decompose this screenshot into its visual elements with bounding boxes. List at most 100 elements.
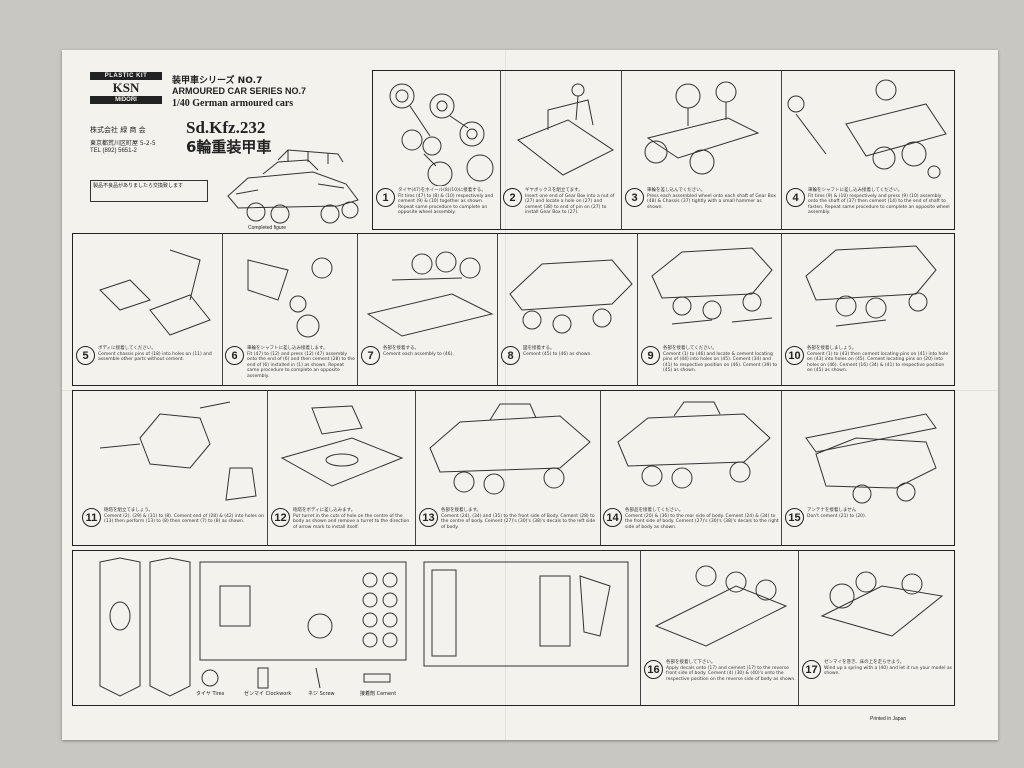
step-number: 16 (644, 660, 663, 679)
step-text: 各部を接着して下さい。Apply decals onto (17) and ce… (666, 660, 796, 682)
step-number: 5 (76, 346, 95, 365)
step-12-drawing (280, 405, 404, 487)
step-text: 車輪を差し込んでください。Press each assembled wheel … (647, 188, 779, 210)
steps-row-4 (72, 550, 955, 706)
step-16: 16 各部を接着して下さい。Apply decals onto (17) and… (644, 660, 796, 682)
step-text-en: Wind up a spring with a (40) and let it … (824, 665, 952, 677)
step-text-en: Put turret in the cuts of hole on the ce… (293, 513, 410, 530)
parts-diagram (99, 557, 629, 697)
row2-divider-2 (357, 234, 358, 385)
step-11-drawing (99, 401, 257, 501)
step-text-ja: 車輪を差し込んでください。 (647, 188, 706, 193)
step-text: 各部を接着してください。Cement (1) to (46) and locat… (663, 346, 779, 374)
part-label-cement: 接着剤 Cement (360, 691, 397, 697)
step-text-ja: 図を接着する。 (523, 346, 555, 351)
step-5-drawing (99, 249, 211, 336)
maker-name: 株式会社 緑 商 会 (90, 126, 146, 134)
step-text-en: Cement chassis pins of (18) into holes o… (98, 351, 212, 363)
row3-divider-3 (600, 391, 601, 545)
step-number: 12 (271, 508, 290, 527)
steps-row-1 (372, 70, 955, 230)
step-number: 17 (802, 660, 821, 679)
step-text: タイヤ(47)をホイール(8)(10)に接着する。Fit tires (47) … (398, 188, 498, 216)
step-14: 14 各部品を接着してください。Cement (20) & (36) to th… (603, 508, 779, 530)
step-text: 各部を接着する。Cement each assembly to (46). (383, 346, 454, 357)
step-number: 7 (361, 346, 380, 365)
row2-divider-4 (637, 234, 638, 385)
row1-divider-3 (781, 71, 782, 229)
logo-bottom-text: MIDORI (90, 96, 162, 104)
printed-in-label: Printed in Japan (870, 716, 907, 722)
step-text-ja: 砲塔をボディに差し込みます。 (293, 508, 356, 513)
step-text: 砲塔を組立てましょう。Cement (2), (29) & (31) to (8… (104, 508, 264, 525)
model-title-ja: 6輪重装甲車 (186, 138, 272, 156)
step-12: 12 砲塔をボディに差し込みます。Put turret in the cuts … (271, 508, 413, 530)
step-2-drawing (517, 83, 614, 176)
step-text-ja: 車輪をシャフトに差し込み接着してください。 (808, 188, 903, 193)
step-text: ボディに接着してください。Cement chassis pins of (18)… (98, 346, 220, 363)
step-number: 2 (503, 188, 522, 207)
row2-divider-5 (781, 234, 782, 385)
step-text-ja: 各部を接着しましょう。 (807, 346, 857, 351)
step-number: 1 (376, 188, 395, 207)
step-text-ja: 各部品を接着してください。 (625, 508, 684, 513)
step-number: 6 (225, 346, 244, 365)
step-text: 各部を接着しましょう。Cement (1) to (43) then cemen… (807, 346, 951, 374)
step-text-ja: ゼンマイを巻き、床の上を走らせよう。 (824, 660, 905, 665)
step-7-drawing (366, 251, 494, 337)
row1-divider-2 (621, 71, 622, 229)
step-text-en: Cement (1) to (46) and locate & cement l… (663, 351, 778, 374)
step-text: 図を接着する。Cement (45) to (46) as shown. (523, 346, 592, 357)
step-7: 7 各部を接着する。Cement each assembly to (46). (361, 346, 495, 365)
step-text: 車輪をシャフトに差し込み接着します。Fit (47) to (12) and p… (247, 346, 355, 379)
step-text-en: Cement (2), (29) & (31) to (8). Cement e… (104, 513, 264, 525)
step-4-drawing (787, 79, 947, 179)
step-1-drawing (389, 83, 494, 186)
fold-line-vertical (505, 50, 506, 740)
part-label-tires: タイヤ Tires (196, 691, 225, 697)
step-text-en: Fit (47) to (12) and press (12) (47) ass… (247, 351, 355, 379)
step-9: 9 各部を接着してください。Cement (1) to (46) and loc… (641, 346, 779, 374)
step-text-en: Press each assembled wheel onto each sha… (647, 193, 776, 210)
step-14-drawing (617, 401, 771, 489)
step-10: 10 各部を接着しましょう。Cement (1) to (43) then ce… (785, 346, 951, 374)
step-1: 1 タイヤ(47)をホイール(8)(10)に接着する。Fit tires (47… (376, 188, 498, 216)
step-16-drawing (654, 565, 788, 647)
step-text-en: Cement (20) & (36) to the rear side of b… (625, 513, 779, 530)
step-text-ja: 各部を接着します。 (441, 508, 482, 513)
notice-box: 製品不良品がありましたら交換致します (90, 180, 208, 202)
step-number: 3 (625, 188, 644, 207)
step-text-en: Cement (1) to (43) then cement locating … (807, 351, 949, 374)
row4-divider-2 (798, 551, 799, 705)
step-8-drawing (509, 259, 633, 334)
maker-address: 東京都荒川区町屋 5-2-5 (90, 140, 156, 147)
step-3: 3 車輪を差し込んでください。Press each assembled whee… (625, 188, 779, 210)
step-number: 10 (785, 346, 804, 365)
step-number: 4 (786, 188, 805, 207)
step-text-ja: アンテナを接着しません (807, 508, 857, 513)
completed-vehicle-drawing (227, 149, 359, 224)
step-8: 8 図を接着する。Cement (45) to (46) as shown. (501, 346, 635, 365)
series-title-ja: 装甲車シリーズ NO.7 (172, 76, 263, 86)
step-15-drawing (805, 413, 937, 504)
step-9-drawing (651, 247, 773, 325)
step-11: 11 砲塔を組立てましょう。Cement (2), (29) & (31) to… (82, 508, 264, 527)
step-6-drawing (247, 257, 333, 338)
step-text-en: Fit tires (9) & (10) respectively and pr… (808, 193, 950, 216)
step-text-ja: ボディに接着してください。 (98, 346, 156, 351)
step-10-drawing (805, 245, 937, 327)
step-text-en: Don't cement (21) to (20). (807, 513, 867, 519)
step-13: 13 各部を接着します。Cement (24), (34) and (35) t… (419, 508, 597, 530)
steps-row-2 (72, 233, 955, 386)
step-17: 17 ゼンマイを巻き、床の上を走らせよう。Wind up a spring wi… (802, 660, 952, 679)
model-title: Sd.Kfz.232 (186, 118, 266, 137)
step-text: 各部品を接着してください。Cement (20) & (36) to the r… (625, 508, 779, 530)
step-text-en: Cement each assembly to (46). (383, 351, 454, 357)
part-label-screw: ネジ Screw (308, 691, 335, 697)
row1-divider-1 (500, 71, 501, 229)
step-text-ja: 各部を接着して下さい。 (666, 660, 716, 665)
step-text-ja: ギヤボックスを組立てます。 (525, 188, 583, 193)
step-text-en: Cement (24), (34) and (35) to the front … (441, 513, 596, 530)
step-text: 砲塔をボディに差し込みます。Put turret in the cuts of … (293, 508, 413, 530)
